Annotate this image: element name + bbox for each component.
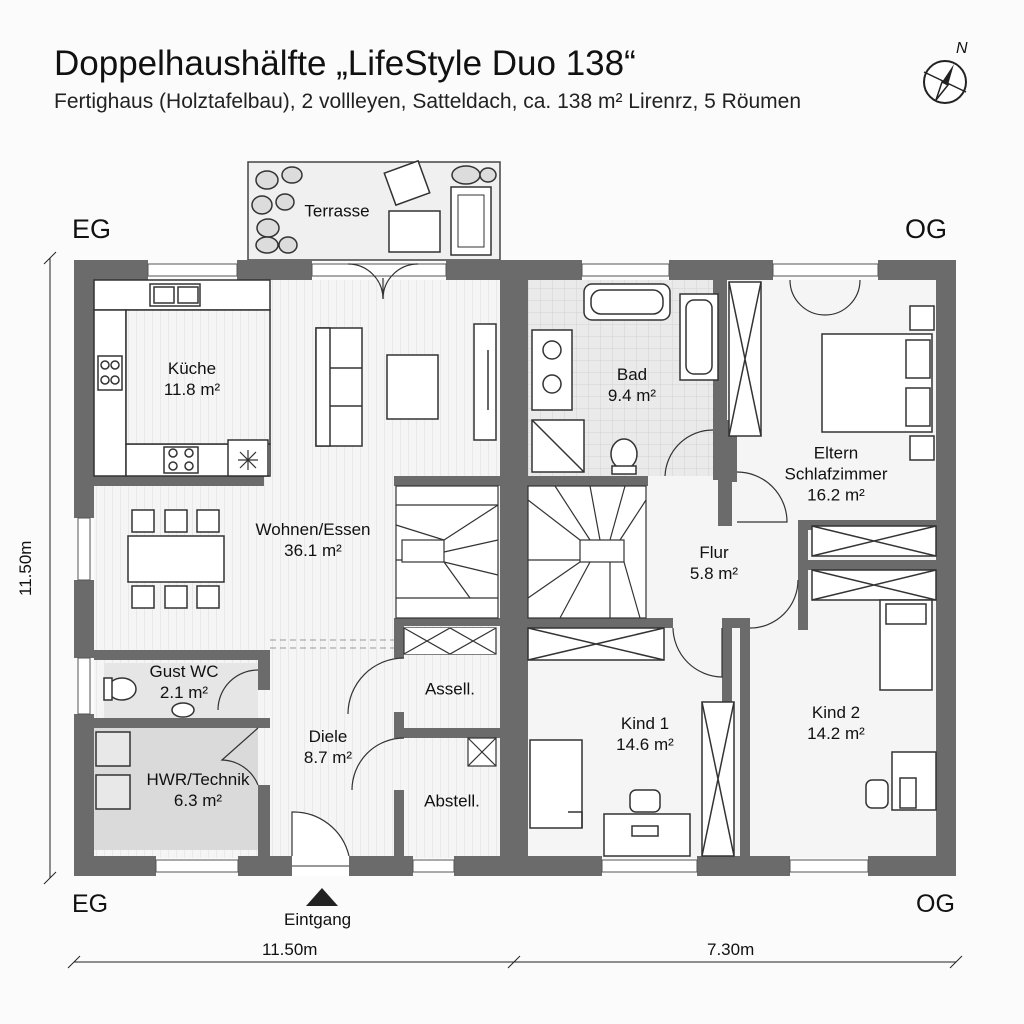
- dimension-lines: [43, 251, 963, 969]
- eg-stairs: [395, 485, 499, 619]
- utility-fixtures: [95, 727, 259, 810]
- terrace-area: [247, 159, 501, 261]
- plan-title: Doppelhaushälfte „LifeStyle Duo 138“: [54, 44, 636, 83]
- og-stairs: [527, 485, 647, 619]
- dining-table: [127, 509, 225, 609]
- level-label-og-bottom: OG: [916, 890, 955, 918]
- walls-eg: [74, 260, 528, 876]
- level-label-og-top: OG: [905, 214, 948, 244]
- plan-subtitle: Fertighaus (Holztafelbau), 2 vollleyen, …: [54, 90, 802, 113]
- wc-fixtures: [103, 669, 259, 718]
- kitchen-furniture: [93, 279, 271, 477]
- living-furniture: [315, 263, 497, 447]
- kid2-furniture: [811, 569, 937, 811]
- dimension-width-og: 7.30m: [707, 940, 755, 959]
- entrance-label: Eintgang: [284, 910, 352, 929]
- entrance-arrow-icon: [306, 888, 338, 906]
- level-label-eg-top: EG: [72, 214, 112, 244]
- room-abstell: Abstell.: [424, 791, 480, 811]
- dimension-height: 11.50m: [16, 540, 35, 596]
- bath-fixtures: [531, 283, 719, 477]
- walls-og: [514, 260, 956, 876]
- room-assell: Assell.: [424, 679, 476, 699]
- compass-north-label: N: [956, 40, 968, 57]
- compass-icon: [923, 60, 967, 104]
- dimension-width-eg: 11.50m: [262, 940, 318, 959]
- bedroom-furniture: [728, 279, 937, 557]
- room-terrasse: Terrasse: [304, 201, 370, 221]
- level-label-eg-bottom: EG: [72, 890, 109, 918]
- entrance-door: [291, 811, 350, 876]
- eg-closets: [347, 627, 497, 791]
- inner-walls-eg: [94, 476, 500, 856]
- kid1-furniture: [527, 627, 735, 857]
